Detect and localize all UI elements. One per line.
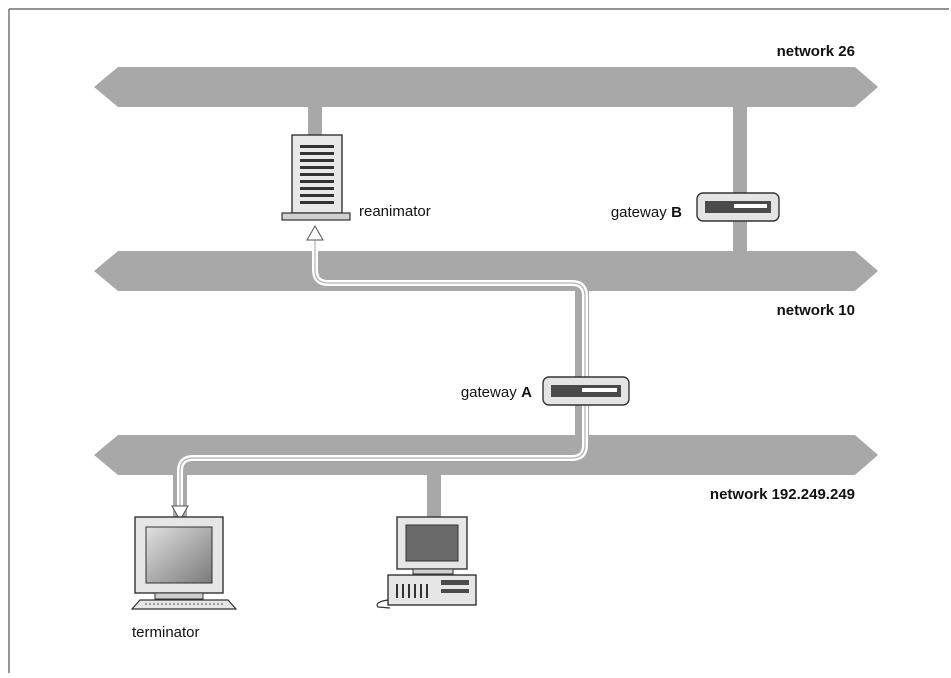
gateway-a-router-icon: [542, 376, 630, 406]
route-arrow-up-icon: [306, 224, 324, 241]
server-reanimator-icon: [281, 134, 351, 221]
network-192-label: network 192.249.249: [710, 486, 855, 503]
network-26-label: network 26: [777, 43, 855, 60]
reanimator-label: reanimator: [359, 203, 431, 220]
route-path-inner: [179, 240, 586, 508]
workstation-pc-icon: [376, 516, 477, 609]
gateway-b-router-icon: [696, 192, 780, 222]
connector-reanimator-network26: [308, 100, 322, 136]
network-bus-26: [94, 67, 878, 107]
gateway-a-label: gateway A: [461, 384, 532, 401]
terminator-label: terminator: [132, 624, 200, 641]
route-arrow-down-icon: [171, 505, 189, 522]
connector-workstation-network192: [427, 468, 441, 518]
gateway-b-label: gateway B: [611, 204, 682, 221]
network-bus-10: [94, 251, 878, 291]
connector-gatewayB-networks: [733, 100, 747, 266]
network-10-label: network 10: [777, 302, 855, 319]
terminator-terminal-icon: [130, 516, 238, 610]
